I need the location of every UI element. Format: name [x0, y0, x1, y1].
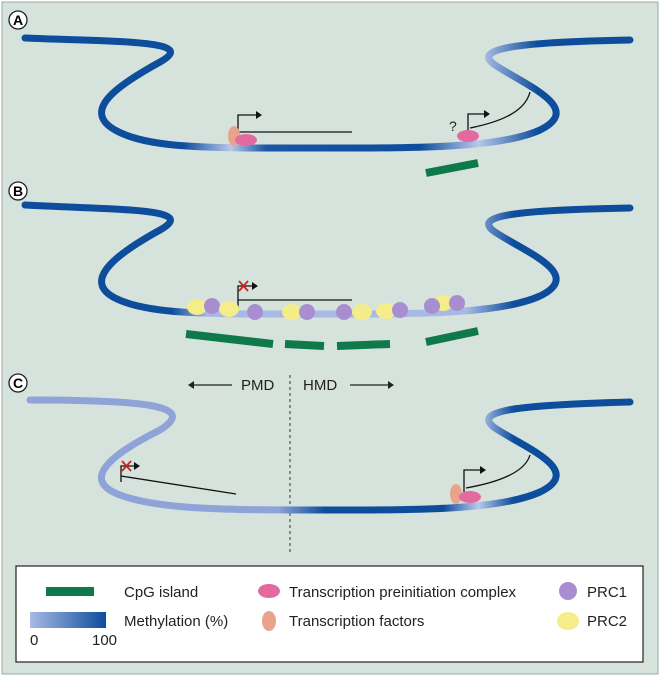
prc1	[204, 298, 220, 314]
silenced-gene-b	[237, 280, 352, 308]
cpg-island	[425, 159, 479, 177]
svg-text:CpG island: CpG island	[124, 584, 198, 601]
active-gene-c	[463, 454, 531, 492]
legend-cpg: CpG island	[46, 584, 198, 601]
prc1	[424, 298, 440, 314]
svg-text:PRC1: PRC1	[587, 584, 627, 601]
panel-b: B	[8, 181, 634, 350]
svg-text:PRC2: PRC2	[587, 613, 627, 630]
svg-text:HMD: HMD	[303, 377, 337, 394]
prc2	[187, 299, 207, 315]
legend-tf: Transcription factors	[262, 611, 424, 631]
cpg-island	[185, 330, 274, 348]
prc1	[336, 304, 352, 320]
legend-preinitiation: Transcription preinitiation complex	[258, 584, 517, 601]
hmd-label: HMD	[303, 377, 394, 394]
preinitiation-complex	[457, 130, 479, 142]
svg-text:C: C	[13, 375, 23, 391]
preinitiation-complex	[235, 134, 257, 146]
legend-prc1: PRC1	[559, 582, 627, 601]
legend-methylation: Methylation (%) 0 100	[30, 612, 228, 649]
preinitiation-complex	[459, 491, 481, 503]
svg-text:0: 0	[30, 632, 38, 649]
polycomb-complexes	[187, 295, 465, 320]
svg-text:Transcription factors: Transcription factors	[289, 613, 424, 630]
transcription-factor	[450, 484, 462, 504]
panel-b-label: B	[8, 181, 28, 201]
legend: CpG island Methylation (%) 0 100 Transcr…	[15, 565, 644, 663]
cpg-island	[284, 340, 325, 350]
cpg-island	[425, 327, 479, 346]
prc1	[299, 304, 315, 320]
panel-c: C PMD HMD	[8, 373, 634, 552]
prc1	[392, 302, 408, 318]
prc2	[376, 303, 396, 319]
legend-box	[15, 565, 644, 663]
cpg-island	[336, 340, 391, 350]
prc2	[219, 301, 239, 317]
gene-a-right	[467, 91, 531, 132]
legend-prc2: PRC2	[557, 612, 627, 630]
panel-a: A ?	[8, 10, 634, 177]
prc2	[352, 304, 372, 320]
methylation-scale-bar	[30, 612, 106, 628]
prc1	[247, 304, 263, 320]
silenced-gene-c	[120, 460, 237, 495]
svg-text:B: B	[13, 183, 23, 199]
svg-text:PMD: PMD	[241, 377, 275, 394]
panel-c-label: C	[8, 373, 28, 393]
dna-strand-a	[21, 34, 634, 152]
pmd-label: PMD	[188, 377, 275, 394]
block-x-icon	[238, 280, 249, 292]
question-mark: ?	[449, 118, 457, 134]
svg-text:Methylation (%): Methylation (%)	[124, 613, 228, 630]
cpg-islands-b	[185, 327, 479, 350]
svg-text:Transcription preinitiation co: Transcription preinitiation complex	[289, 584, 517, 601]
panel-a-label: A	[8, 10, 28, 30]
prc2	[282, 304, 302, 320]
svg-text:100: 100	[92, 632, 117, 649]
prc1	[449, 295, 465, 311]
svg-text:A: A	[13, 12, 23, 28]
dna-strand-c	[26, 396, 634, 514]
dna-strand-b	[21, 201, 634, 318]
block-x-icon	[121, 460, 132, 472]
